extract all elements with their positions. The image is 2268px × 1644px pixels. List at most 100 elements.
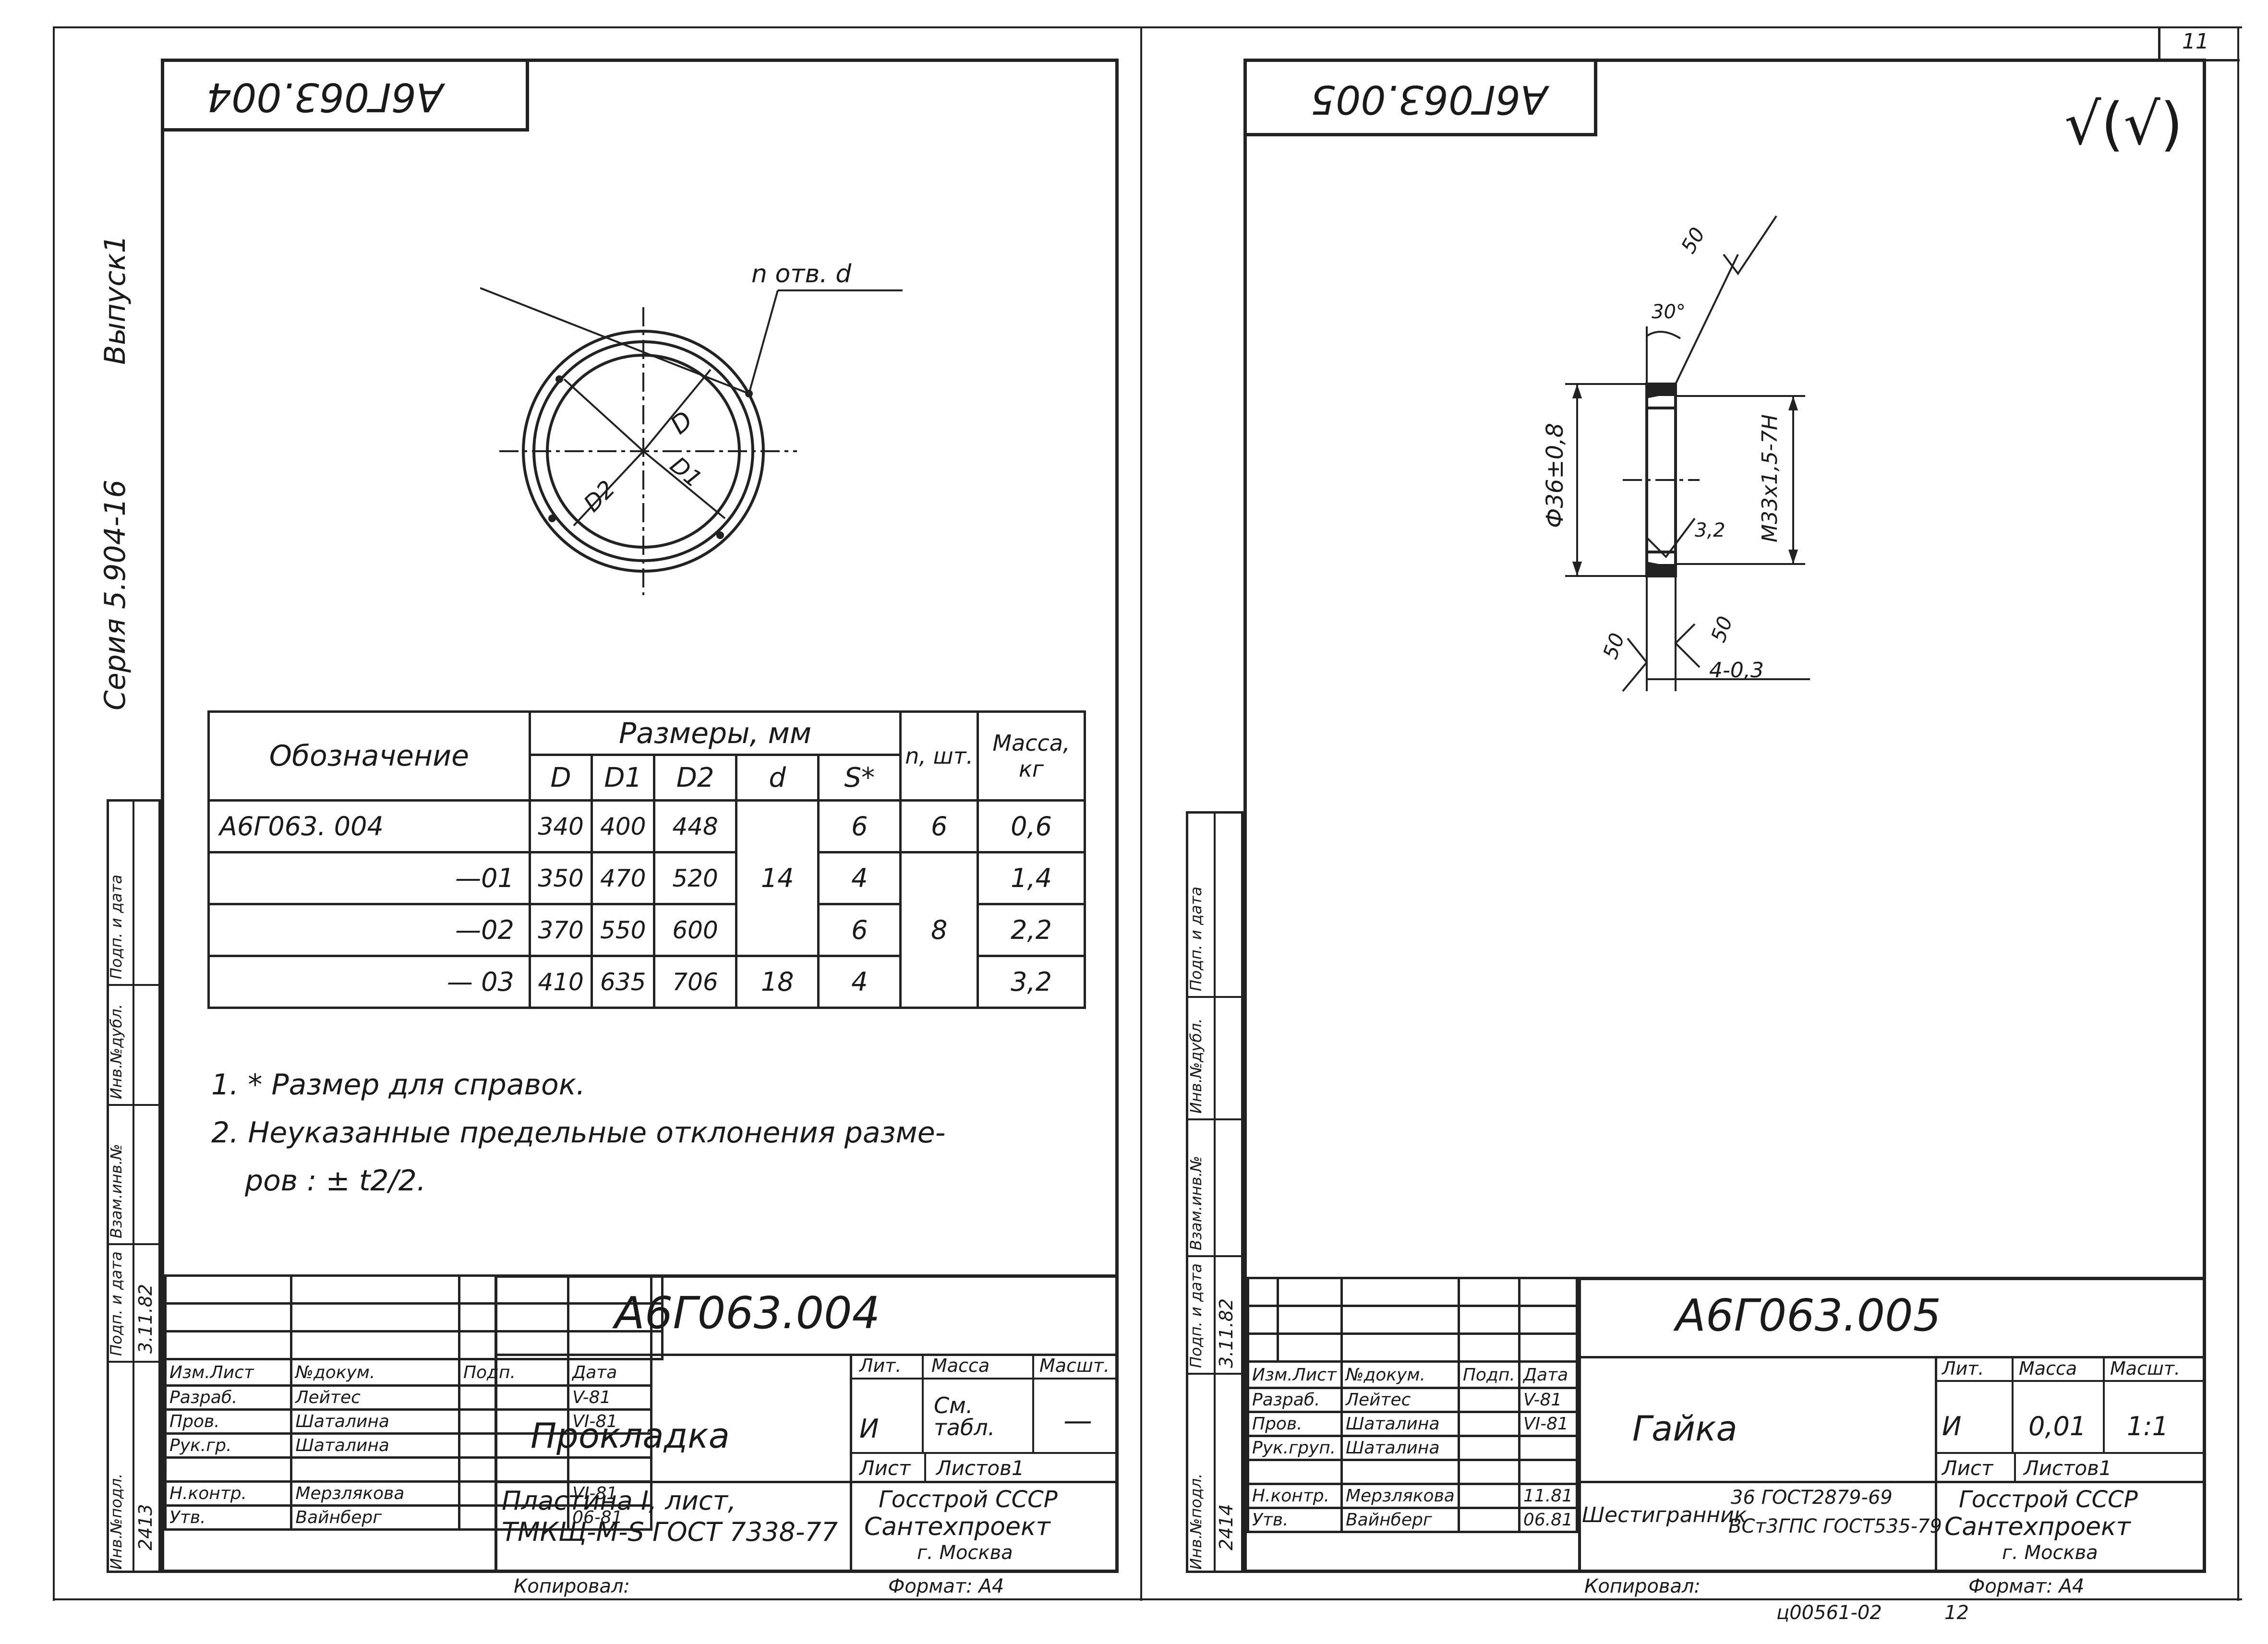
tb-role: Рук.гр.: [164, 1432, 293, 1459]
right-org-2: Сантехпроект: [1944, 1512, 2131, 1541]
tb-role: Рук.груп.: [1247, 1435, 1343, 1461]
cell-D1: 400: [591, 799, 656, 853]
left-doc-number: А6Г063.004: [615, 1287, 881, 1339]
left-sheets-label: Листов1: [936, 1456, 1025, 1480]
cell-D: 340: [528, 799, 593, 853]
spec-table: Обозначение Размеры, мм n, шт. Масса, кг…: [207, 710, 1086, 1009]
sub-D: D: [528, 754, 593, 802]
left-strip-label-2: Инв.№дубл.: [107, 1004, 125, 1099]
right-material-prefix: Шестигранник: [1582, 1503, 1747, 1527]
table-row: —01 350 470 520 4 8 1,4: [207, 851, 1086, 1009]
row-designation: —02: [207, 903, 531, 957]
left-strip-label-1: Подп. и дата: [107, 875, 125, 979]
tb-person: Лейтес: [290, 1384, 460, 1411]
col-designation: Обозначение: [207, 710, 531, 802]
cell-D1: 470: [591, 851, 656, 905]
right-strip-cut-1: [1186, 996, 1243, 998]
left-strip-label-5: Инв.№подл.: [107, 1473, 125, 1570]
right-org-3: г. Москва: [2002, 1542, 2098, 1564]
right-copied: Копировал:: [1584, 1575, 1701, 1597]
note-3: ров : ± t2/2.: [245, 1164, 426, 1198]
left-material-2: ТМКЩ-М-S ГОСТ 7338-77: [502, 1517, 838, 1547]
right-tb-lit-h2: [1935, 1452, 2206, 1454]
tb-person: Лейтес: [1340, 1387, 1460, 1413]
left-stamp-box: [164, 62, 529, 132]
left-mass-value: См. табл.: [934, 1392, 995, 1440]
sub-d: d: [735, 754, 820, 802]
right-title-right-box: [1578, 1277, 2206, 1573]
left-material-1: Пластина I, лист,: [502, 1486, 736, 1516]
right-tb-lit-v2: [2103, 1356, 2105, 1452]
nut-drawing: [1565, 215, 1810, 692]
tb-head-izm: Изм.Лист: [1247, 1360, 1343, 1389]
outer-top-line: [53, 26, 2242, 28]
tb-person: Шаталина: [1340, 1411, 1460, 1437]
cell-D2: 448: [653, 799, 738, 853]
right-title-block-grid: Изм.Лист №докум. Подп. Дата Разраб.Лейте…: [1247, 1277, 1579, 1533]
table-row: —02 370 550 600 6 2,2: [207, 903, 1086, 957]
tb-person: Мерзлякова: [290, 1480, 460, 1507]
tb-head-sign: Подп.: [1457, 1360, 1520, 1389]
tb-date: V-81: [567, 1384, 652, 1411]
note-2: 2. Неуказанные предельные отклонения раз…: [211, 1116, 946, 1150]
tb-role: Пров.: [164, 1408, 293, 1435]
outer-bottom-line: [53, 1598, 2242, 1600]
left-scale-value: —: [1063, 1404, 1092, 1438]
tb-role: Н.контр.: [164, 1480, 293, 1507]
right-org-1: Госстрой СССР: [1959, 1486, 2138, 1513]
footer-page: 12: [1944, 1602, 1969, 1624]
cell-mass: 3,2: [977, 955, 1086, 1009]
right-material-bottom: ВСт3ГПС ГОСТ535-79: [1728, 1515, 1942, 1537]
row-designation: А6Г063. 004: [207, 799, 531, 853]
right-tb-lit-h: [1935, 1380, 2206, 1382]
cell-D2: 600: [653, 903, 738, 957]
right-material-top: 36 ГОСТ2879-69: [1731, 1487, 1893, 1509]
left-tb-lit-v2: [1032, 1354, 1034, 1452]
table-row: А6Г063. 004 340 400 448 14 6 6 0,6: [207, 799, 1086, 957]
col-n: n, шт.: [899, 710, 979, 802]
left-org-1: Госстрой СССР: [879, 1486, 1058, 1513]
left-lit-value: И: [859, 1414, 879, 1444]
tb-date: VI-81: [567, 1408, 652, 1435]
right-strip-value-date: 3.11.82: [1216, 1298, 1237, 1368]
tb-role: Пров.: [1247, 1411, 1343, 1437]
right-lit-label: Лит.: [1942, 1358, 1984, 1379]
cell-S: 4: [817, 851, 902, 905]
tb-date: 11.81: [1518, 1483, 1579, 1509]
left-stamp: А6Г063.004: [206, 74, 444, 120]
right-tb-h1: [1578, 1356, 2206, 1358]
tb-person: Шаталина: [290, 1432, 460, 1459]
right-strip-cut-4: [1186, 1373, 1243, 1375]
right-doc-number: А6Г063.005: [1676, 1290, 1942, 1341]
tb-person: Мерзлякова: [1340, 1483, 1460, 1509]
right-format: Формат: А4: [1968, 1575, 2085, 1597]
right-mass-label: Масса: [2019, 1358, 2077, 1379]
tb-role: Н.контр.: [1247, 1483, 1343, 1509]
left-tb-lit-h: [850, 1378, 1119, 1380]
left-strip-label-4: Подп. и дата: [107, 1251, 125, 1356]
cell-D: 410: [528, 955, 593, 1009]
tb-person: Вайнберг: [290, 1504, 460, 1531]
left-strip-cut-2: [107, 1104, 161, 1106]
footer-code: ц00561-02: [1776, 1602, 1882, 1624]
right-tb-sheet-v: [2014, 1452, 2016, 1481]
left-org-3: г. Москва: [917, 1542, 1013, 1564]
tb-person: Шаталина: [290, 1408, 460, 1435]
left-title-right-box: [495, 1274, 1119, 1573]
cell-D: 350: [528, 851, 593, 905]
left-strip-value-inv: 2413: [135, 1504, 156, 1550]
right-frame: [1243, 59, 2206, 1573]
tb-date: [567, 1432, 652, 1459]
tb-date: V-81: [1518, 1387, 1579, 1413]
sub-D2: D2: [653, 754, 738, 802]
left-tb-sheet-v: [924, 1452, 926, 1481]
cell-S: 4: [817, 955, 902, 1009]
right-scale-value: 1:1: [2127, 1411, 2169, 1441]
cell-D: 370: [528, 903, 593, 957]
left-title-block-grid: Изм.Лист №докум. Подп. Дата Разраб.Лейте…: [164, 1274, 664, 1531]
right-stamp-box: [1247, 62, 1597, 136]
thread-dim: М33х1,5-7Н: [1758, 414, 1782, 542]
right-scale-label: Масшт.: [2110, 1358, 2180, 1379]
row-designation: — 03: [207, 955, 531, 1009]
left-strip-label-3: Взам.инв.№: [107, 1144, 125, 1238]
